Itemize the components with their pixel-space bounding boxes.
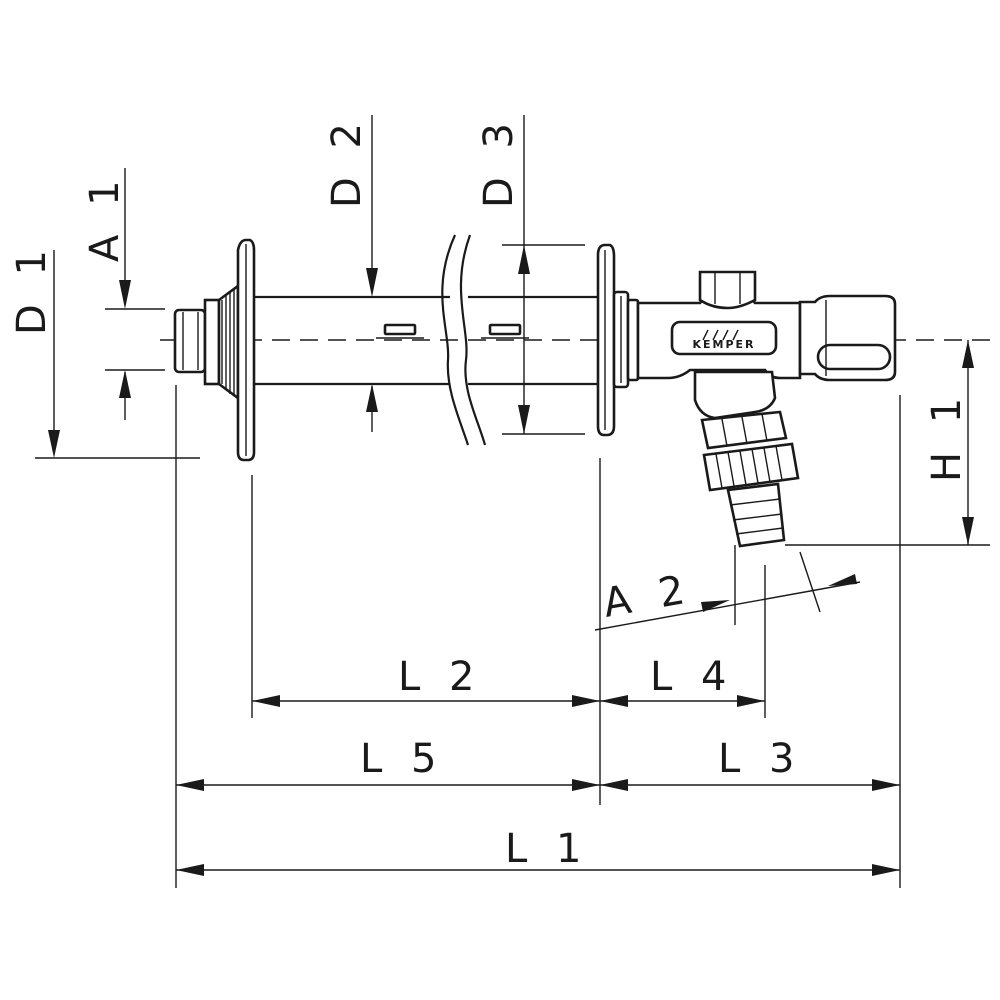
label-a2: A 2	[600, 566, 696, 627]
label-d3: D 3	[476, 115, 522, 208]
valve-brand-text: KEMPER	[692, 338, 755, 351]
pipe-brand-mark-1	[376, 323, 424, 339]
pipe-brand-mark-2	[481, 323, 529, 339]
pipe-body	[254, 234, 600, 446]
label-a1: A 1	[82, 172, 128, 262]
label-l1: L 1	[505, 826, 589, 872]
label-h1: H 1	[924, 390, 970, 482]
valve-body: KEMPER	[636, 270, 802, 380]
valve-handle	[798, 294, 897, 382]
rear-flange	[236, 238, 256, 462]
label-l5: L 5	[360, 736, 444, 782]
label-l3: L 3	[718, 736, 802, 782]
inlet-nipple	[173, 298, 221, 386]
front-flange	[596, 243, 640, 437]
label-l2: L 2	[398, 654, 482, 700]
label-d2: D 2	[324, 115, 370, 208]
ribbed-adapter	[217, 283, 240, 401]
label-l4: L 4	[650, 654, 734, 700]
label-d1: D 1	[9, 242, 55, 335]
angled-outlet	[693, 370, 800, 548]
